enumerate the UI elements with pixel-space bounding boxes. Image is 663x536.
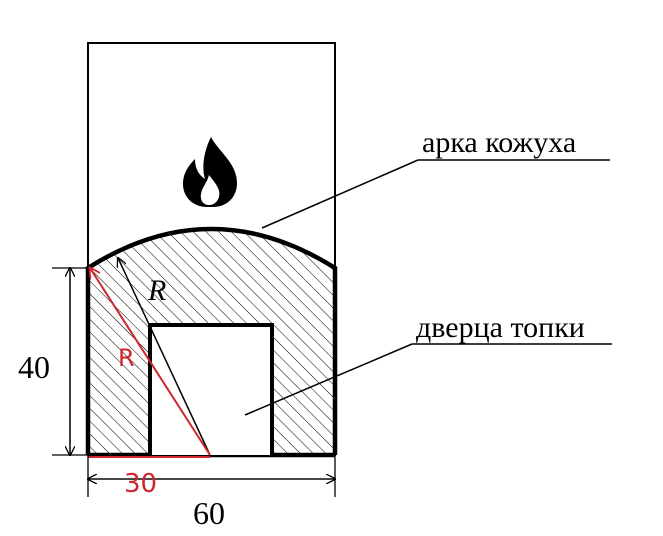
arch-outline (85, 226, 338, 455)
arch-leader-line (261, 159, 419, 229)
flame-icon (183, 137, 237, 207)
firebox-door (148, 323, 274, 455)
door-leader-line (244, 343, 413, 416)
radius-label-black: R (147, 274, 166, 307)
radius-label-red: R (118, 344, 135, 372)
height-label: 40 (18, 349, 50, 385)
arch-label: арка кожуха (422, 126, 576, 159)
half-width-label: 30 (124, 469, 157, 499)
door-label: дверца топки (416, 311, 585, 344)
width-label: 60 (193, 495, 225, 531)
radius-line-black (118, 258, 211, 456)
radius-line-red (90, 268, 211, 456)
